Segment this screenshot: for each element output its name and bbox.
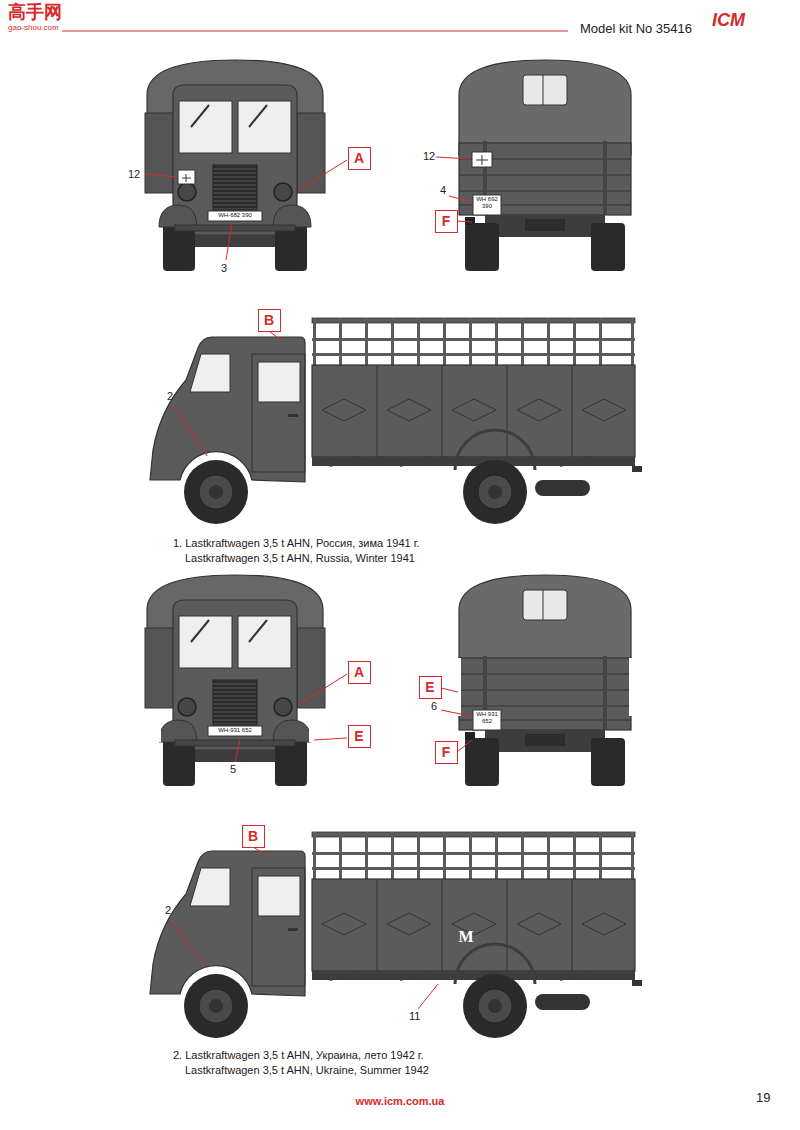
- drawing-part: [441, 688, 458, 692]
- front-view: [145, 575, 325, 786]
- tactical-sign: [182, 174, 191, 182]
- drawing-part: [441, 710, 470, 716]
- callout-letter: F: [442, 745, 451, 759]
- callout-number: 4: [440, 184, 446, 197]
- kit-number: Model kit No 35416: [580, 22, 692, 37]
- license-plate: WH-931 652: [218, 727, 252, 734]
- drawing-part: [235, 740, 240, 762]
- variant-caption: 1. Lastkraftwagen 3,5 t AHN, Россия, зим…: [173, 537, 419, 550]
- drawing-part: [457, 221, 472, 222]
- callout-letter: A: [354, 665, 364, 679]
- drawing-part: [629, 658, 632, 716]
- callout-letter: B: [248, 829, 258, 843]
- tactical-sign: [476, 155, 488, 165]
- drawing-part: [226, 224, 232, 260]
- license-plate: WH 692 390: [474, 196, 500, 209]
- license-plate: WH-682 390: [218, 212, 252, 219]
- drawing-part: [449, 196, 472, 202]
- drawing-part: [314, 738, 347, 740]
- callout-letter: B: [264, 313, 274, 327]
- callout-letter-box: A: [348, 661, 371, 684]
- drawing-part: [418, 984, 438, 1009]
- callout-letter: A: [354, 151, 364, 165]
- side-view: [150, 832, 642, 1038]
- callout-number: 5: [230, 763, 236, 776]
- callout-number: 3: [221, 262, 227, 275]
- leader-lines: [145, 157, 472, 1009]
- callout-letter: F: [442, 214, 451, 228]
- drawing-part: [145, 174, 176, 177]
- drawing-part: [436, 157, 470, 159]
- drawing-part: [309, 722, 312, 742]
- callout-letter-box: A: [348, 147, 371, 170]
- tactical-sign: [178, 170, 195, 184]
- brand-logo: ICM: [712, 10, 745, 31]
- callout-letter: E: [425, 680, 434, 694]
- drawing-part: [253, 847, 268, 856]
- page-number: 19: [756, 1091, 770, 1106]
- website: www.icm.com.ua: [356, 1095, 445, 1108]
- unit-marking: M: [458, 928, 473, 946]
- callout-letter-box: B: [242, 825, 265, 848]
- callout-number: 2: [165, 904, 171, 917]
- logo-frame: [695, 8, 775, 34]
- side-view: [150, 318, 642, 524]
- variant-caption: Lastkraftwagen 3,5 t AHN, Russia, Winter…: [185, 552, 415, 565]
- watermark: 高手网: [8, 2, 62, 23]
- license-plate: WH 931 652: [474, 711, 500, 724]
- rear-view: [459, 575, 631, 786]
- drawing-part: [300, 674, 347, 704]
- callout-letter-box: E: [348, 725, 371, 748]
- watermark: gao-shou.com: [8, 23, 59, 32]
- rear-view: [459, 60, 631, 271]
- white-markings: [158, 658, 632, 742]
- tactical-sign: [472, 152, 492, 167]
- drawing-part: [300, 160, 347, 189]
- drawing-part: [174, 406, 207, 456]
- callout-number: 11: [409, 1010, 420, 1023]
- callout-letter-box: F: [435, 741, 458, 764]
- drawing-part: [458, 658, 461, 716]
- callout-letter-box: E: [419, 676, 442, 699]
- front-view: [145, 60, 325, 271]
- callout-number: 12: [128, 168, 140, 181]
- callout-number: 6: [431, 700, 437, 713]
- callout-number: 12: [423, 150, 435, 163]
- variant-caption: Lastkraftwagen 3,5 t AHN, Ukraine, Summe…: [185, 1064, 429, 1077]
- header-rule: [62, 30, 568, 31]
- callout-letter-box: F: [435, 210, 458, 233]
- drawing-part: [172, 920, 205, 968]
- callout-letter: E: [354, 729, 363, 743]
- drawing-part: [158, 722, 161, 742]
- drawing-part: [457, 740, 472, 752]
- callout-number: 2: [167, 390, 173, 403]
- callout-letter-box: B: [258, 309, 281, 332]
- variant-caption: 2. Lastkraftwagen 3,5 t AHN, Украина, ле…: [173, 1049, 424, 1062]
- drawing-part: [269, 331, 282, 341]
